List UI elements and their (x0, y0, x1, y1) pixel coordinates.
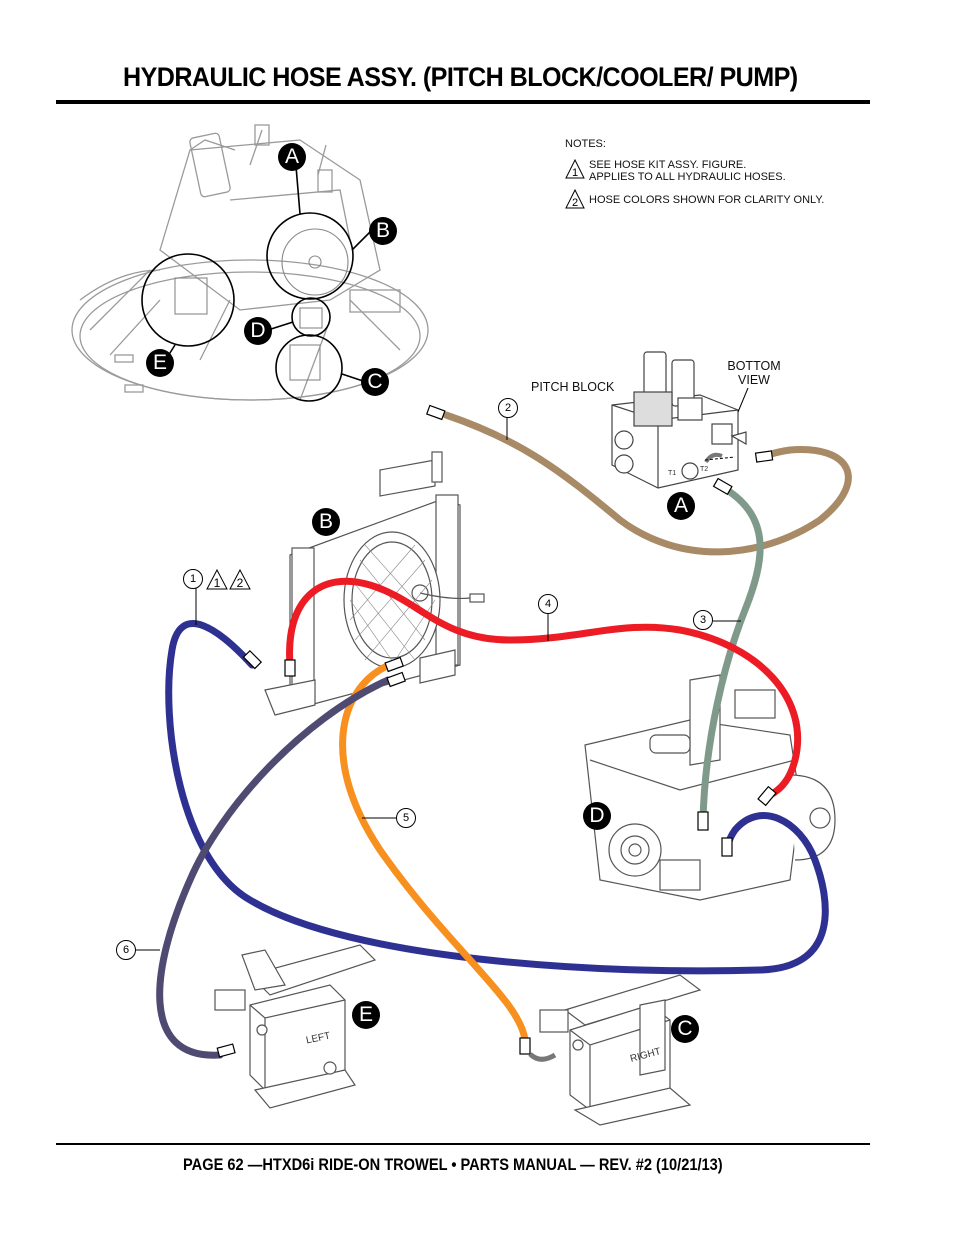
hose-6 (156, 676, 392, 1059)
hose-4-callout: 4 (538, 594, 558, 614)
detail-marker-e: E (146, 349, 174, 377)
note-1-line-1: SEE HOSE KIT ASSY. FIGURE. (589, 159, 747, 171)
warning-triangle-icon (206, 568, 228, 590)
right-gearbox-illustration (539, 974, 702, 1126)
leader-pitch-block (704, 456, 736, 461)
detail-circles (141, 165, 371, 402)
hose-6-callout: 6 (116, 940, 136, 960)
port-t2-label: T2 (700, 466, 709, 473)
footer-divider (56, 1143, 870, 1145)
svg-text:2: 2 (572, 197, 578, 209)
leader-bottom-view (737, 387, 749, 413)
svg-text:1: 1 (214, 576, 221, 590)
detail-marker-a: A (278, 143, 306, 171)
callout-leaders (134, 416, 741, 951)
detail-marker-c: C (361, 368, 389, 396)
hose-1-note-markers: 1 2 (206, 568, 251, 590)
detail-circle-a-b (266, 212, 354, 300)
right-gearbox-marker: C (671, 1015, 699, 1043)
note-item: 1 SEE HOSE KIT ASSY. FIGURE. APPLIES TO … (565, 159, 824, 183)
page-title: HYDRAULIC HOSE ASSY. (PITCH BLOCK/COOLER… (123, 62, 798, 92)
hose-4 (286, 577, 802, 799)
warning-triangle-icon: 1 (565, 159, 585, 179)
bottom-view-label: BOTTOM VIEW (727, 359, 781, 387)
pitch-block-marker: A (667, 492, 695, 520)
hose-2 (442, 411, 852, 556)
hoses (156, 411, 852, 1059)
warning-triangle-icon: 2 (565, 189, 585, 209)
hose-1-callout: 1 (183, 569, 203, 589)
title-divider (56, 100, 870, 104)
page-footer: PAGE 62 —HTXD6i RIDE-ON TROWEL • PARTS M… (183, 1155, 723, 1174)
cooler-mesh (349, 544, 436, 666)
hose-1 (165, 620, 829, 975)
detail-circle-e (141, 253, 235, 347)
warning-triangle-icon (229, 568, 251, 590)
left-gearbox-marker: E (352, 1001, 380, 1029)
hose-3-callout: 3 (693, 610, 713, 630)
detail-circle-c (275, 334, 343, 402)
detail-marker-b: B (369, 217, 397, 245)
cooler-marker: B (312, 508, 340, 536)
note-2-line-1: HOSE COLORS SHOWN FOR CLARITY ONLY. (589, 194, 825, 206)
hose-2-callout: 2 (498, 398, 518, 418)
hose-5-callout: 5 (396, 808, 416, 828)
svg-text:1: 1 (572, 167, 578, 179)
pump-illustration (584, 674, 836, 901)
pitch-block-illustration (611, 351, 747, 489)
hose-3 (699, 488, 764, 824)
note-item: 2 HOSE COLORS SHOWN FOR CLARITY ONLY. (565, 189, 824, 209)
notes-header: NOTES: (565, 138, 606, 150)
note-1-line-2: APPLIES TO ALL HYDRAULIC HOSES. (589, 171, 786, 183)
overview-inner-detail (174, 228, 349, 381)
pump-marker: D (583, 802, 611, 830)
detail-marker-d: D (244, 317, 272, 345)
port-t1-label: T1 (668, 470, 677, 477)
notes-block: NOTES: 1 SEE HOSE KIT ASSY. FIGURE. APPL… (565, 138, 824, 215)
pitch-block-label: PITCH BLOCK (531, 380, 615, 394)
hose-fittings (216, 404, 777, 1062)
left-gearbox-illustration (214, 944, 377, 1109)
detail-circle-d (291, 297, 331, 337)
svg-text:2: 2 (237, 576, 244, 590)
hose-5 (339, 663, 529, 1044)
trowel-overview-illustration (71, 124, 429, 401)
